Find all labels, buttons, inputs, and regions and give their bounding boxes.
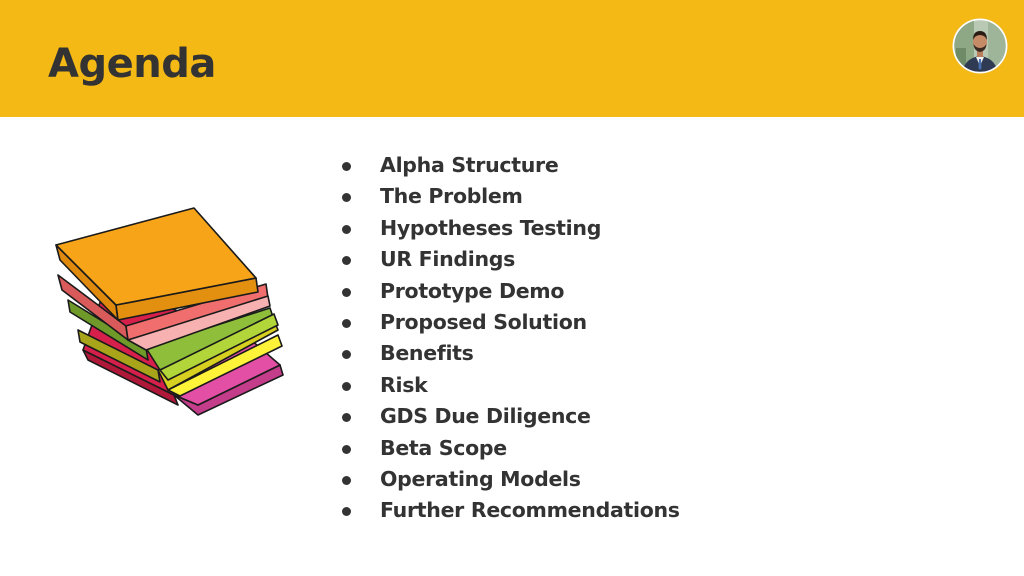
- agenda-item-label: Beta Scope: [380, 435, 507, 460]
- bullet-icon: [342, 256, 351, 266]
- bullet-icon: [342, 224, 351, 234]
- slide-title: Agenda: [48, 41, 216, 87]
- slide-header: Agenda: [0, 0, 1024, 117]
- bullet-icon: [342, 350, 351, 360]
- agenda-item-label: Hypotheses Testing: [380, 215, 602, 240]
- sticky-notes-stack-icon: [55, 207, 284, 416]
- agenda-item-label: Alpha Structure: [380, 153, 559, 177]
- agenda-item-label: The Problem: [380, 184, 523, 209]
- presenter-avatar: [952, 18, 1008, 74]
- agenda-item-label: Further Recommendations: [380, 498, 680, 523]
- bullet-icon: [342, 444, 351, 454]
- bullet-icon: [342, 287, 351, 297]
- agenda-item-label: GDS Due Diligence: [380, 404, 591, 429]
- bullet-icon: [342, 193, 351, 203]
- bullet-icon: [342, 413, 351, 423]
- bullet-icon: [342, 475, 351, 485]
- bullet-icon: [342, 318, 351, 328]
- agenda-item-label: Operating Models: [380, 466, 581, 491]
- agenda-item-label: Proposed Solution: [380, 309, 587, 334]
- bullet-icon: [342, 162, 351, 171]
- agenda-item-label: UR Findings: [380, 247, 516, 272]
- agenda-item-label: Risk: [380, 372, 428, 397]
- agenda-item-label: Benefits: [380, 341, 474, 366]
- bullet-icon: [342, 507, 351, 517]
- agenda-item-label: Prototype Demo: [380, 278, 565, 303]
- bullet-icon: [342, 381, 351, 391]
